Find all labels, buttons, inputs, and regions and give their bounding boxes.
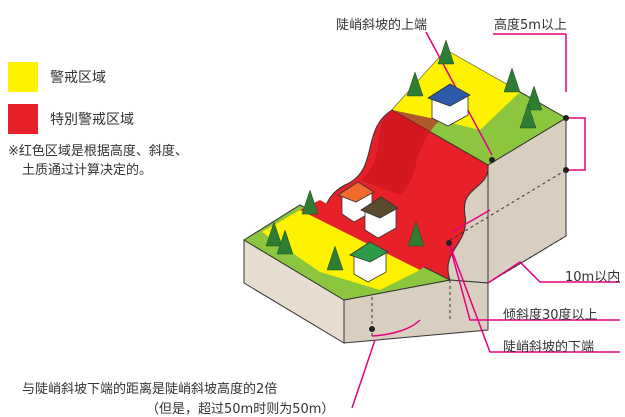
slope-side-face	[447, 164, 489, 284]
label-within-10m: 10m以内	[565, 270, 621, 285]
label-height-5m: 高度5m以上	[494, 18, 567, 33]
legend-label-warning: 警戒区域	[50, 70, 106, 86]
key-points	[369, 115, 569, 332]
house-green	[349, 241, 389, 283]
accent-lines	[351, 31, 620, 409]
label-incline-30: 倾斜度30度以上	[503, 308, 598, 323]
lower-plateau-red	[300, 200, 430, 270]
legend-label-special: 特別警戒区域	[50, 112, 134, 128]
house-upper	[427, 83, 471, 127]
note-line-2: 土质通过计算决定的。	[22, 163, 153, 178]
label-distance-line-2: （但是，超过50m时则为50m）	[146, 402, 335, 417]
note: ※红色区域是根据高度、斜度、 土质通过计算决定的。	[8, 142, 188, 180]
slope-shade	[360, 110, 440, 195]
legend-item-warning-zone: 警戒区域	[8, 62, 134, 92]
legend-item-special-zone: 特別警戒区域	[8, 104, 134, 134]
legend: 警戒区域 特別警戒区域	[8, 62, 134, 146]
label-slope-top: 陡峭斜坡的上端	[336, 18, 428, 33]
trees	[265, 39, 543, 271]
yellow-swatch	[8, 62, 38, 92]
house-brown	[360, 196, 399, 239]
note-line-1: ※红色区域是根据高度、斜度、	[8, 144, 188, 159]
label-slope-bottom: 陡峭斜坡的下端	[503, 340, 595, 355]
red-swatch	[8, 104, 38, 134]
label-distance-line-1: 与陡峭斜坡下端的距离是陡峭斜坡高度的2倍	[22, 382, 278, 397]
